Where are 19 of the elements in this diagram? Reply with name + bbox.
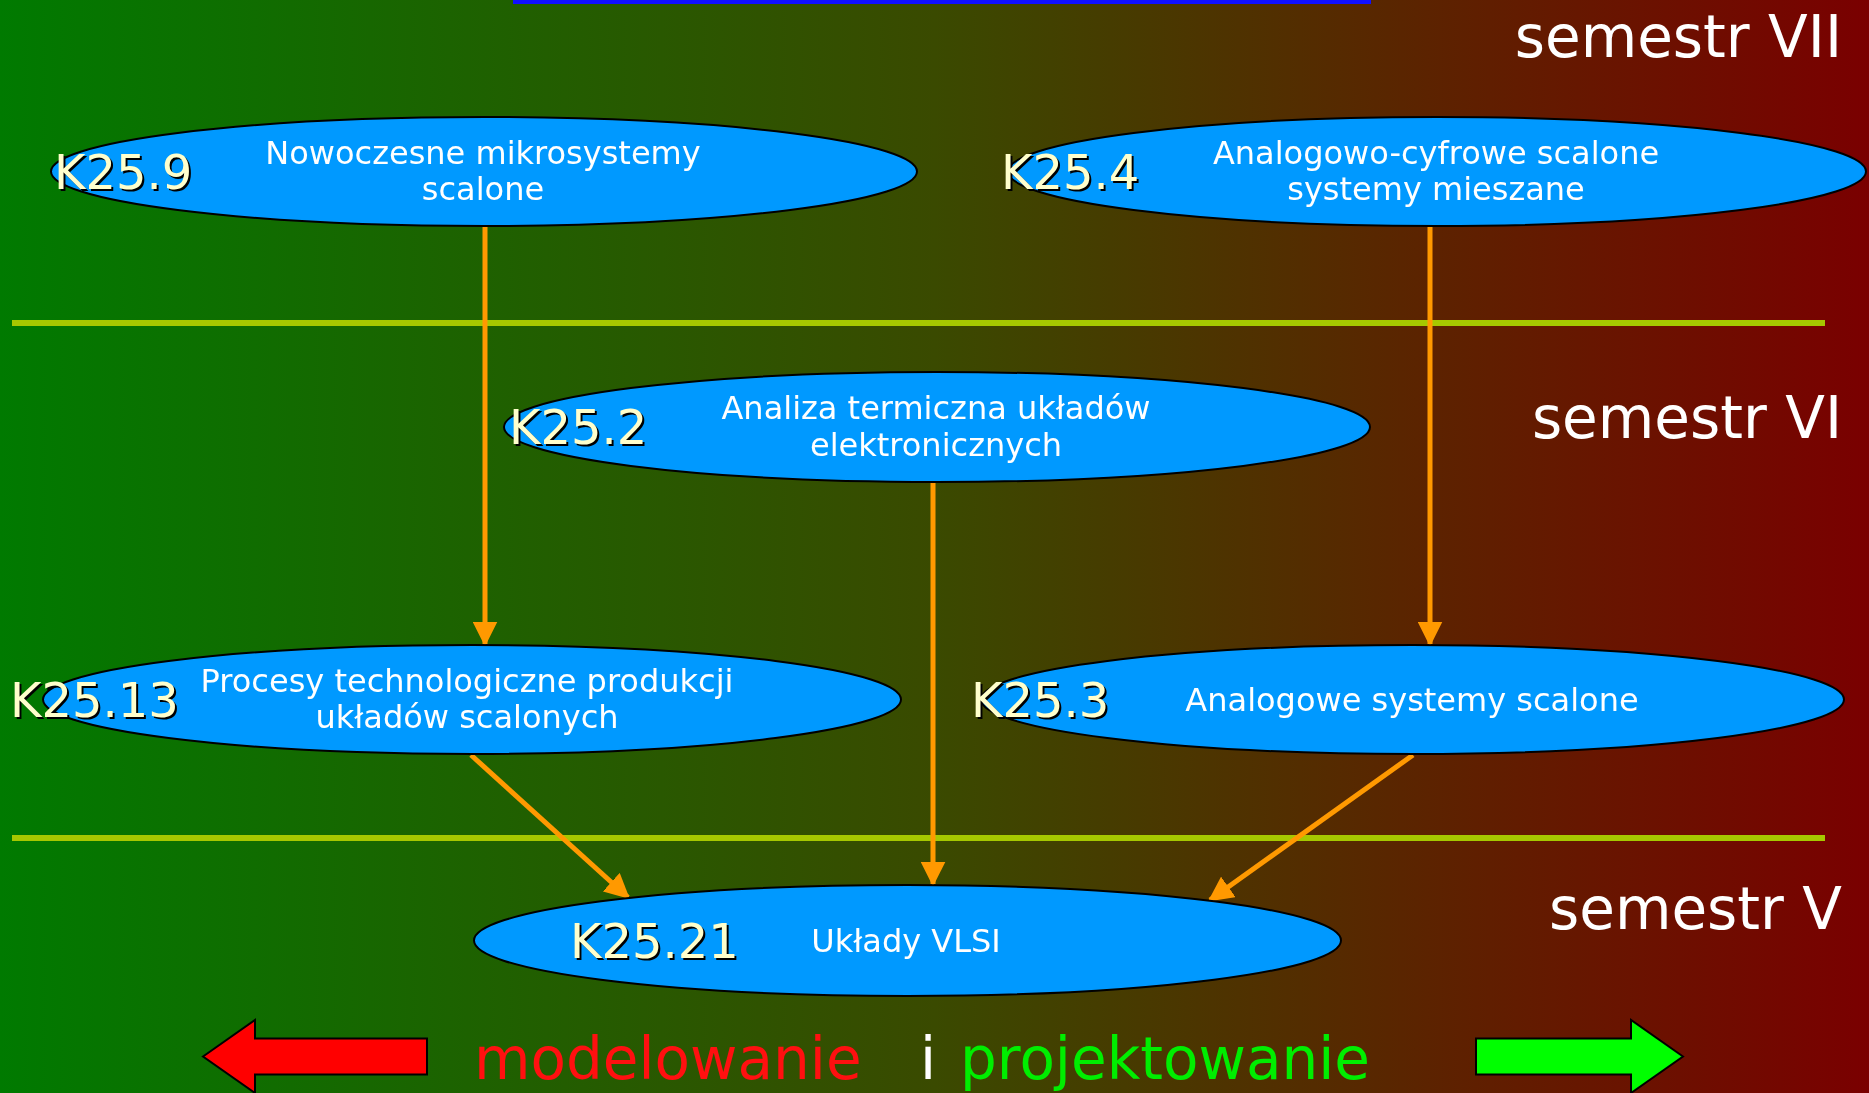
arrow <box>920 483 946 887</box>
semester-label: semestr VI <box>1531 389 1842 447</box>
course-title: Nowoczesne mikrosystemy scalone <box>264 134 702 209</box>
course-title: Procesy technologiczne produkcji układów scalonych <box>199 662 735 737</box>
arrow <box>472 227 498 647</box>
arrow <box>469 753 630 900</box>
semester-label: semestr V <box>1549 880 1842 938</box>
course-code: K25.9 <box>54 147 193 196</box>
course-title: Analogowo-cyfrowe scalone systemy mieszane <box>1211 134 1661 209</box>
arrow <box>1207 752 1415 902</box>
course-code: K25.21 <box>570 916 739 965</box>
course-title: Analiza termiczna układów elektronicznych <box>720 390 1152 464</box>
arrow <box>1417 227 1443 647</box>
caption-word: modelowanie <box>474 1030 862 1088</box>
course-title: Układy VLSI <box>810 922 1002 959</box>
caption-word: i <box>920 1030 937 1088</box>
semester-label: semestr VII <box>1514 8 1842 66</box>
course-title: Analogowe systemy scalone <box>1184 681 1640 718</box>
course-code: K25.2 <box>509 403 648 451</box>
